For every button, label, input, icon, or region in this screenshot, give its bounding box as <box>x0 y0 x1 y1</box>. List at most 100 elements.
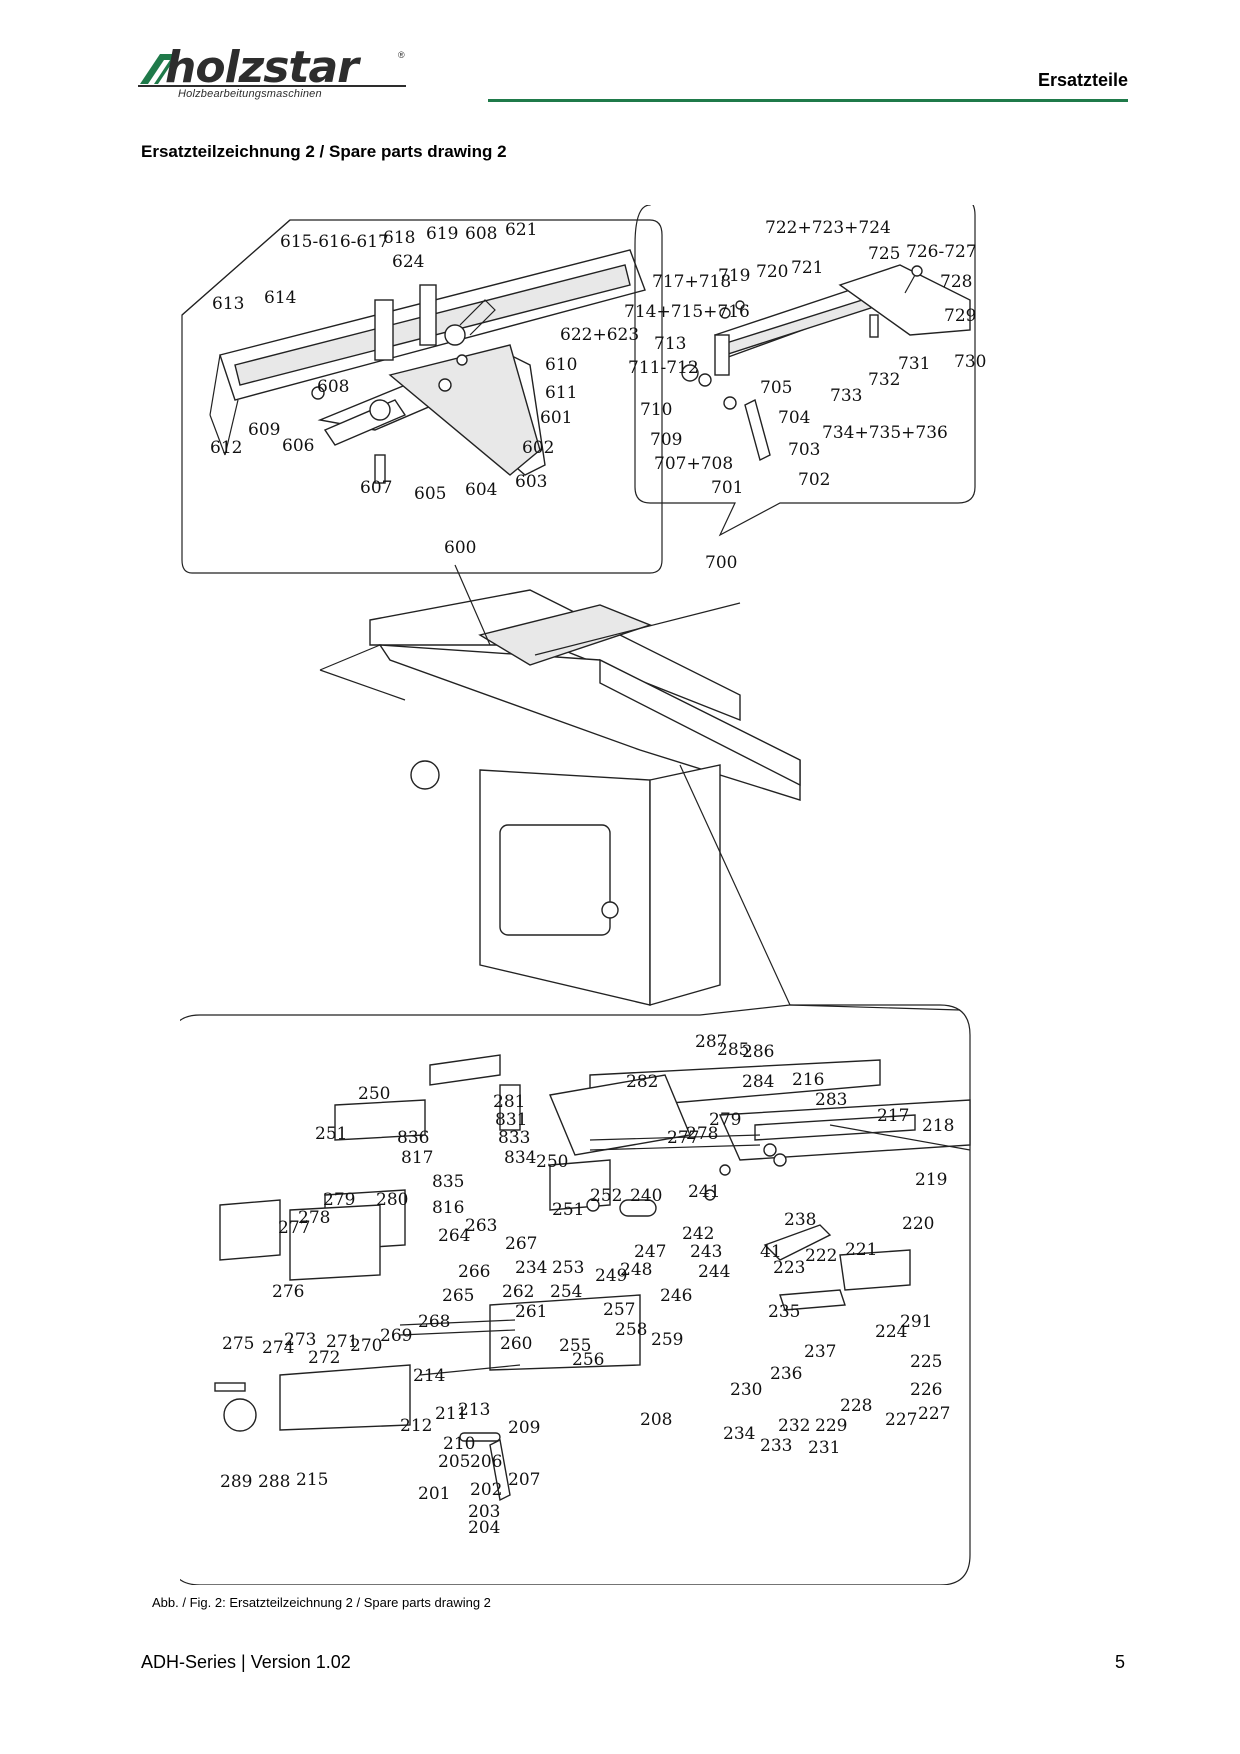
part-number: 278 <box>686 1124 718 1144</box>
part-number: 285 <box>717 1040 749 1060</box>
part-number: 621 <box>505 220 537 240</box>
part-number: 605 <box>414 484 446 504</box>
part-number: 222 <box>805 1246 837 1266</box>
part-number: 702 <box>798 470 830 490</box>
part-number: 713 <box>654 334 686 354</box>
part-number: 732 <box>868 370 900 390</box>
part-number: 283 <box>815 1090 847 1110</box>
part-number: 249 <box>595 1266 627 1286</box>
part-number: 272 <box>308 1348 340 1368</box>
part-number: 733 <box>830 386 862 406</box>
part-number: 610 <box>545 355 577 375</box>
part-number: 227 <box>885 1410 917 1430</box>
part-number: 705 <box>760 378 792 398</box>
part-number: 704 <box>778 408 810 428</box>
part-number: 246 <box>660 1286 692 1306</box>
section-title: Ersatzteile <box>1037 70 1128 90</box>
part-number: 284 <box>742 1072 774 1092</box>
part-number: 205 <box>438 1452 470 1472</box>
part-number: 604 <box>465 480 497 500</box>
part-number: 230 <box>730 1380 762 1400</box>
part-number: 264 <box>438 1226 470 1246</box>
part-number: 256 <box>572 1350 604 1370</box>
part-number: 721 <box>791 258 823 278</box>
logo-mark <box>138 54 406 87</box>
part-number: 250 <box>358 1084 390 1104</box>
part-number: 711-712 <box>628 358 699 378</box>
part-number: 214 <box>413 1366 445 1386</box>
part-number: 216 <box>792 1070 824 1090</box>
part-number: 603 <box>515 472 547 492</box>
part-number: 238 <box>784 1210 816 1230</box>
brand-tagline: Holzbearbeitungsmaschinen <box>178 88 322 100</box>
detail-frame-700 <box>634 205 976 537</box>
part-number: 225 <box>910 1352 942 1372</box>
spare-parts-drawing: 615-616-617 618 619 608 621 624 613 614 … <box>180 205 986 1585</box>
part-number: 709 <box>650 430 682 450</box>
part-number: 608 <box>465 224 497 244</box>
brand-name: holzstar <box>165 42 359 93</box>
part-number: 703 <box>788 440 820 460</box>
part-number: 227 <box>918 1404 950 1424</box>
part-number: 731 <box>898 354 930 374</box>
part-number: 215 <box>296 1470 328 1490</box>
part-number: 611 <box>545 383 577 403</box>
part-number: 235 <box>768 1302 800 1322</box>
registered-mark: ® <box>398 50 405 60</box>
part-number: 613 <box>212 294 244 314</box>
part-number: 835 <box>432 1172 464 1192</box>
part-number: 730 <box>954 352 986 372</box>
part-number: 725 <box>868 244 900 264</box>
part-number: 271 <box>326 1332 358 1352</box>
machine-assembly <box>319 589 801 1006</box>
part-number: 717+718 <box>652 272 731 292</box>
part-number: 251 <box>552 1200 584 1220</box>
part-number: 201 <box>418 1484 450 1504</box>
figure-caption: Abb. / Fig. 2: Ersatzteilzeichnung 2 / S… <box>152 1595 491 1610</box>
part-number: 244 <box>698 1262 730 1282</box>
part-number: 207 <box>508 1470 540 1490</box>
part-number: 247 <box>634 1242 666 1262</box>
part-number: 203 <box>468 1502 500 1522</box>
part-number: 608 <box>317 377 349 397</box>
part-number: 288 <box>258 1472 290 1492</box>
part-number: 279 <box>709 1110 741 1130</box>
part-number: 208 <box>640 1410 672 1430</box>
part-number: 237 <box>804 1342 836 1362</box>
part-number: 612 <box>210 438 242 458</box>
part-number: 606 <box>282 436 314 456</box>
part-number-labels: 615-616-617 618 619 608 621 624 613 614 … <box>210 218 986 1538</box>
part-number: 226 <box>910 1380 942 1400</box>
part-number: 833 <box>498 1128 530 1148</box>
part-number: 209 <box>508 1418 540 1438</box>
part-number: 282 <box>626 1072 658 1092</box>
part-number: 614 <box>264 288 296 308</box>
part-number: 258 <box>615 1320 647 1340</box>
part-number: 728 <box>940 272 972 292</box>
part-number: 287 <box>695 1032 727 1052</box>
part-number: 253 <box>552 1258 584 1278</box>
part-number: 240 <box>630 1186 662 1206</box>
part-number: 219 <box>915 1170 947 1190</box>
part-number: 261 <box>515 1302 547 1322</box>
part-number: 607 <box>360 478 392 498</box>
page-heading: Ersatzteilzeichnung 2 / Spare parts draw… <box>141 142 507 161</box>
part-number: 242 <box>682 1224 714 1244</box>
part-number: 817 <box>401 1148 433 1168</box>
part-number: 212 <box>400 1416 432 1436</box>
part-number: 210 <box>443 1434 475 1454</box>
part-number: 710 <box>640 400 672 420</box>
part-number: 233 <box>760 1436 792 1456</box>
part-number: 218 <box>922 1116 954 1136</box>
part-number: 236 <box>770 1364 802 1384</box>
part-number: 269 <box>380 1326 412 1346</box>
part-number: 707+708 <box>654 454 733 474</box>
part-number: 289 <box>220 1472 252 1492</box>
part-number: 220 <box>902 1214 934 1234</box>
part-number: 729 <box>944 306 976 326</box>
part-number: 41 <box>760 1242 782 1262</box>
part-number: 257 <box>603 1300 635 1320</box>
part-number: 260 <box>500 1334 532 1354</box>
part-number: 243 <box>690 1242 722 1262</box>
part-number: 262 <box>502 1282 534 1302</box>
